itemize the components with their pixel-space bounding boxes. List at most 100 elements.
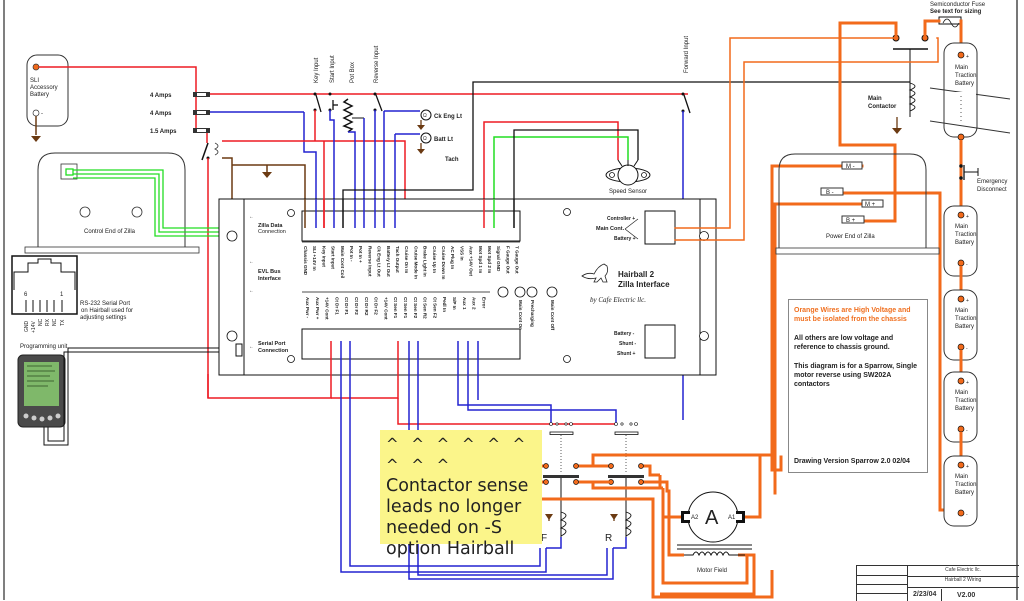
rs232-port-icon — [11, 255, 78, 315]
top-pin-label: Pot In - — [349, 246, 354, 262]
svg-text:Ω: Ω — [423, 136, 427, 142]
fuse-1-label: 4 Amps — [150, 93, 172, 99]
traction-battery-label: Battery — [955, 490, 974, 496]
top-pin-label: SLI +14V In — [312, 246, 317, 271]
semiconductor-fuse-label-1: Semiconductor Fuse — [930, 2, 986, 8]
fuse-2-icon — [193, 110, 210, 115]
traction-battery-label: Main — [955, 224, 968, 230]
traction-battery-label: Traction — [955, 482, 976, 488]
title-block-company: Cafe Electric llc. — [907, 567, 1019, 577]
terminal-b-plus: B + — [846, 218, 856, 224]
main-contactor-icon — [892, 34, 929, 134]
sticky-note-line: needed on -S — [386, 518, 502, 538]
start-input-label: Start Input — [330, 55, 336, 83]
bottom-pin-label: Ct Sen F1 — [393, 297, 398, 319]
ground-symbol — [262, 165, 272, 178]
top-pin-label: Key Input — [321, 246, 326, 267]
bottom-pin-label: Error — [481, 297, 486, 308]
main-contactor-label-1: Main — [868, 96, 882, 102]
sticky-note-line: option Hairball — [386, 539, 515, 559]
traction-battery-icon — [943, 455, 978, 527]
led-precharging — [526, 286, 538, 298]
top-pin-label: Cruise Mode In — [413, 246, 418, 279]
rs232-desc-2: on Hairball used for — [81, 308, 133, 314]
bottom-pin-label: Pedl In — [442, 297, 447, 312]
pda-programming-unit-icon[interactable] — [17, 354, 66, 428]
top-pin-label: Mot Spd 1 In — [478, 246, 483, 273]
pot-box-label: Pot Box — [350, 62, 356, 83]
led-label: Main Cont Off — [550, 300, 555, 331]
motor-armature-label: A — [705, 507, 719, 529]
forward-contactor-label: F — [541, 533, 547, 544]
motor-armature-icon — [677, 491, 752, 557]
traction-battery-label: Main — [955, 474, 968, 480]
bottom-pin-label: Ct Sen R2 — [423, 297, 428, 319]
top-pin-label: Tach Output — [395, 246, 400, 273]
evl-bus-label-2: Interface — [258, 276, 281, 282]
traction-battery-label: Traction — [955, 232, 976, 238]
power-end-zilla — [775, 153, 940, 255]
top-pin-label: Pot In + — [358, 246, 363, 263]
terminal-m-minus: M - — [846, 164, 855, 170]
wire-forward-coil — [340, 359, 547, 573]
led-main-cont-on — [514, 286, 526, 298]
start-switch[interactable] — [328, 92, 339, 229]
motor-a1-label: A1 — [728, 515, 736, 521]
rs232-pin-label: GND — [24, 321, 30, 333]
acc-battery-label-1: SLI — [30, 78, 39, 84]
top-pin-label: Chassis GND — [303, 246, 308, 276]
arrow-left-icon: ← — [249, 259, 254, 265]
led-label: Precharging — [530, 300, 535, 327]
control-end-zilla — [24, 152, 200, 254]
emergency-disconnect-icon[interactable] — [959, 164, 979, 180]
traction-battery-label: Main — [955, 390, 968, 396]
top-pin-label: T Gauge Out — [515, 246, 520, 274]
programming-unit-label: Programming unit — [20, 344, 68, 350]
speed-sensor-icon — [605, 159, 651, 186]
drawing-version-text: Drawing Version Sparrow 2.0 02/04 — [794, 458, 910, 465]
motor-a2-label: A2 — [691, 515, 699, 521]
rs232-pin-label: NC — [52, 318, 58, 326]
logo-maker: by Cafe Electric llc. — [590, 296, 646, 304]
main-contactor-label-2: Contactor — [868, 104, 897, 110]
motor-field-label: Motor Field — [697, 568, 727, 574]
bottom-pin-label: S/P In — [452, 297, 457, 310]
main-cont-label: Main Cont. — [596, 226, 625, 232]
traction-battery-label: Main — [955, 65, 968, 71]
battery-pos-label: + — [966, 464, 969, 470]
title-block-drawing: Hairball 2 Wiring — [907, 577, 1019, 588]
traction-battery-label: Battery — [955, 324, 974, 330]
bottom-pin-label: Aux Pwr - — [305, 297, 310, 319]
ground-symbol — [31, 116, 41, 142]
wire-hv-b-plus — [838, 21, 898, 223]
top-pin-label: Cruise Down In — [441, 246, 446, 280]
acc-battery-neg: - — [41, 111, 43, 117]
top-pin-label: Signal GND — [496, 246, 501, 272]
bottom-pin-label: Aux 2 — [472, 297, 477, 310]
top-pin-label: F Gauge Out — [505, 246, 510, 274]
traction-battery-label: Traction — [955, 316, 976, 322]
traction-battery-stack — [929, 42, 1011, 138]
battery-pos-label: + — [966, 298, 969, 304]
svg-text:+: + — [966, 54, 969, 60]
info-box: Orange Wires are High Voltage and must b… — [788, 299, 928, 473]
bottom-pin-label: Ct Dr F1 — [334, 297, 339, 315]
rs232-desc-3: adjusting settings — [80, 315, 126, 321]
check-engine-lamp-icon: Ω — [417, 109, 432, 130]
sticky-note-line: leads no longer — [386, 497, 522, 517]
battery-neg-label: - — [966, 428, 968, 434]
top-pin-label: Ck Eng Lt Out — [377, 246, 382, 277]
bottom-pin-label: Ct Sen F2 — [413, 297, 418, 319]
rs232-pin-label: RX — [45, 318, 51, 326]
sticky-note: ^ ^ ^ ^ ^ ^ ^ ^ ^ Contactor sense leads … — [380, 430, 542, 559]
battery-neg-label: - — [966, 262, 968, 268]
bottom-pin-label: Ct Sen F2 — [432, 297, 437, 319]
key-switch[interactable] — [313, 92, 322, 142]
acc-battery-label-3: Battery — [30, 92, 49, 98]
forward-contactor-icon — [543, 422, 579, 537]
top-pin-label: Battery Lt Out — [386, 246, 391, 277]
aux-relay — [201, 133, 219, 374]
semiconductor-fuse-icon — [938, 16, 962, 28]
